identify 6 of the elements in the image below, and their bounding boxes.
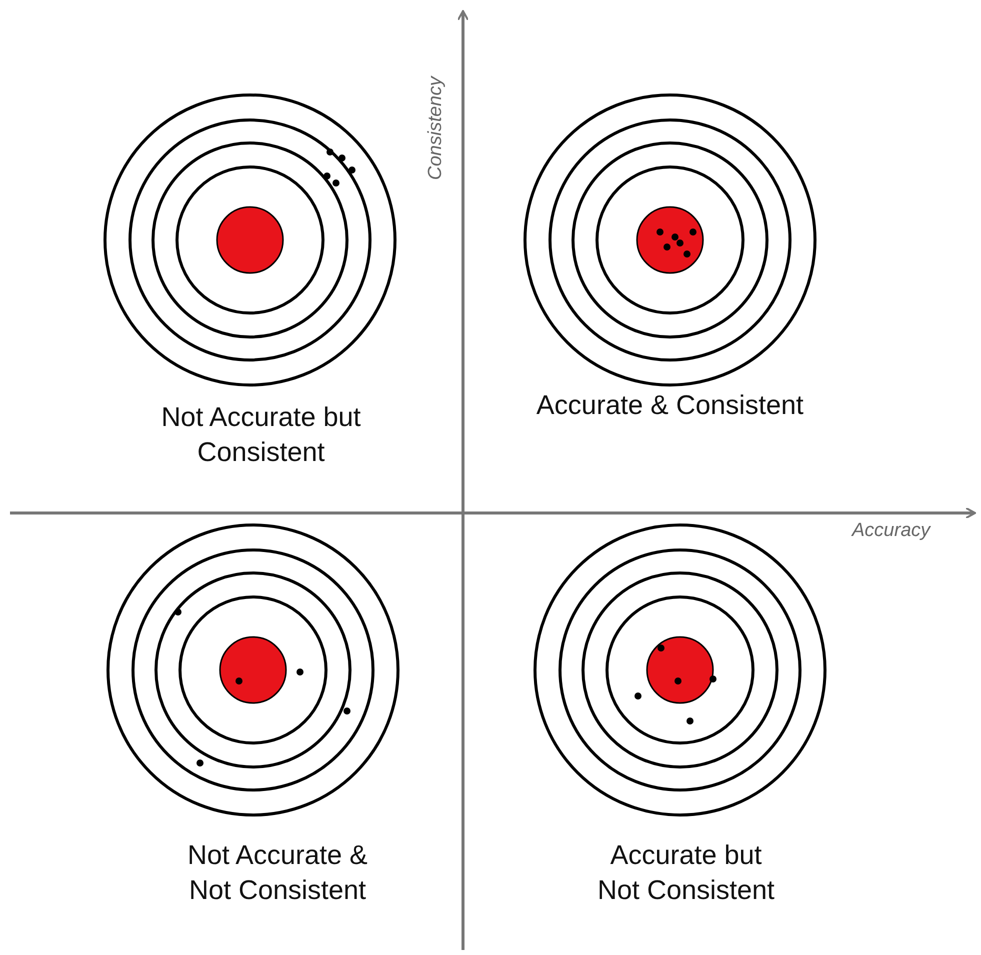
axis-label: Consistency [425, 76, 447, 180]
target-caption: Accurate but Not Consistent [596, 839, 776, 908]
axis-label: Accuracy [852, 520, 930, 542]
target-caption: Not Accurate but Consistent [161, 401, 361, 470]
target-caption: Accurate & Consistent [535, 389, 805, 422]
target-caption: Not Accurate & Not Consistent [186, 839, 369, 908]
